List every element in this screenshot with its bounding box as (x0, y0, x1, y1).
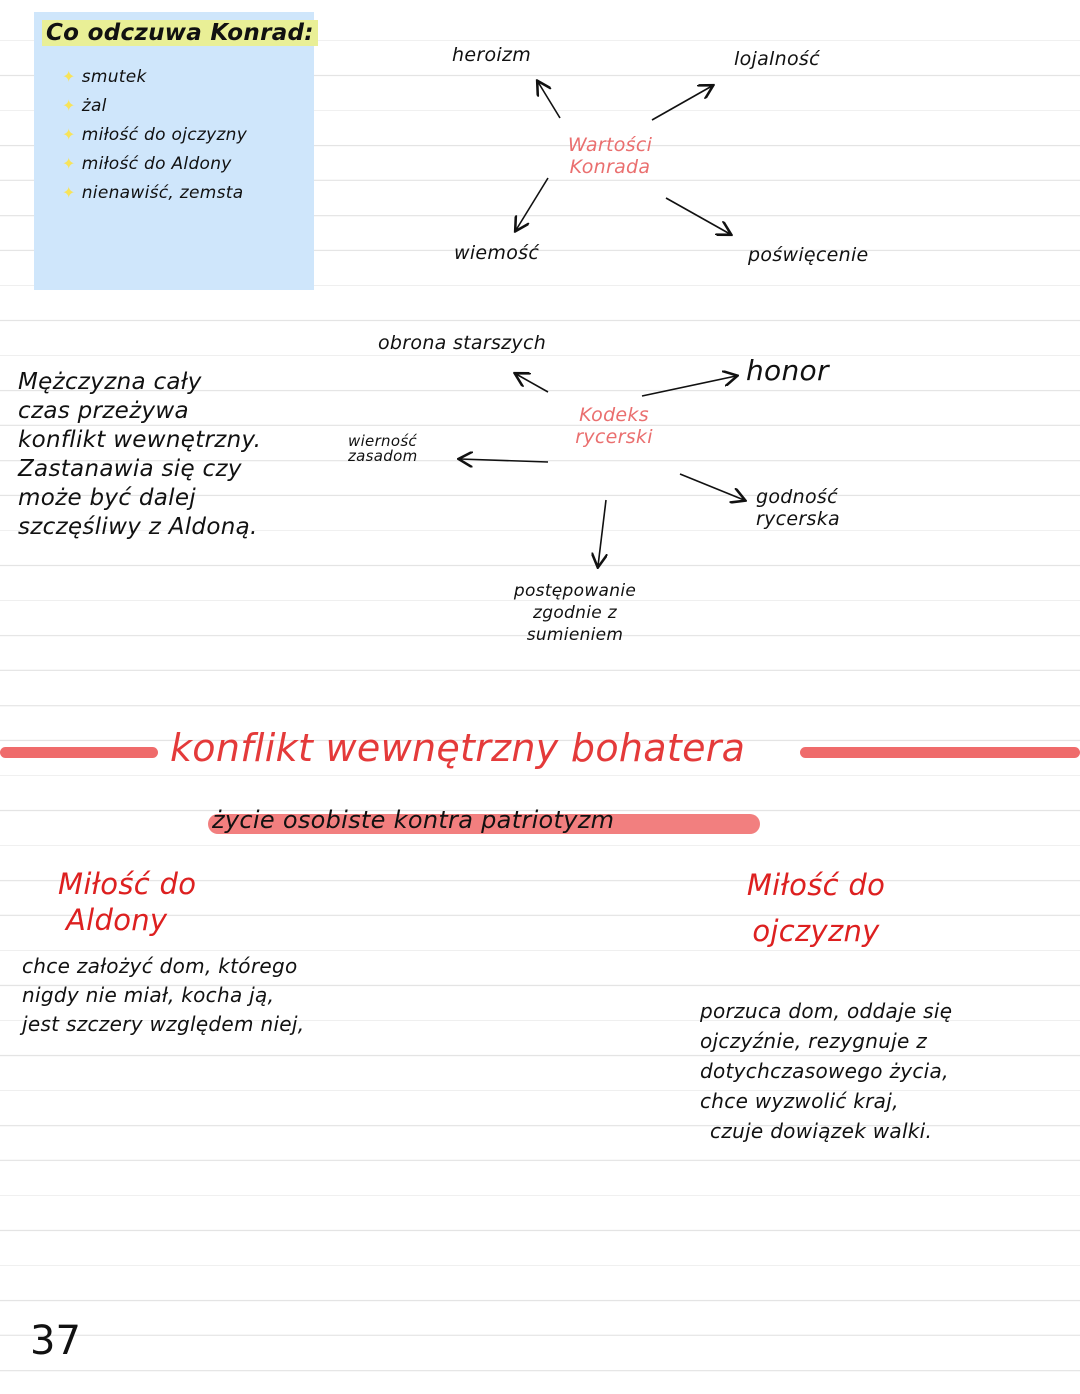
arrow-to-conscience (598, 499, 606, 566)
star-bullet-icon: ✦ (62, 154, 76, 173)
value-loyalty: lojalność (734, 48, 820, 70)
feelings-item: ✦smutek (62, 66, 147, 87)
page-number: 37 (30, 1318, 81, 1364)
banner-line-left (0, 747, 158, 758)
value-sacrifice: poświęcenie (748, 244, 869, 266)
arrow-to-loyalty (651, 86, 712, 121)
star-bullet-icon: ✦ (62, 67, 76, 86)
subtitle-highlight (208, 814, 760, 834)
mindmap-arrows (0, 0, 1080, 720)
banner-line-right (800, 747, 1080, 758)
arrow-to-honor (641, 376, 736, 397)
value-faith: wiemość (454, 242, 540, 264)
conflict-subtitle: życie osobiste kontra patriotyzm (212, 806, 615, 834)
star-bullet-icon: ✦ (62, 96, 76, 115)
feelings-list: ✦smutek ✦żal ✦miłość do ojczyzny ✦miłość… (62, 62, 247, 207)
star-bullet-icon: ✦ (62, 183, 76, 202)
code-dignity: godność rycerska (756, 486, 840, 530)
feelings-item: ✦miłość do Aldony (62, 153, 232, 174)
right-heading: Miłość do ojczyzny (746, 868, 886, 948)
arrow-to-faith (516, 177, 549, 230)
feelings-title: Co odczuwa Konrad: (42, 20, 318, 46)
arrow-to-defense (516, 374, 549, 393)
code-defense: obrona starszych (378, 332, 547, 354)
feelings-note (34, 12, 314, 290)
arrow-to-heroism (538, 82, 561, 119)
code-center: Kodeks rycerski (575, 404, 653, 448)
left-body: chce założyć dom, którego nigdy nie miał… (22, 954, 305, 1036)
arrow-to-fidelity (460, 459, 549, 462)
left-heading: Miłość do Aldony (58, 867, 197, 937)
value-heroism: heroizm (452, 44, 532, 66)
feelings-item: ✦żal (62, 95, 107, 116)
arrow-to-sacrifice (665, 197, 730, 234)
values-center: Wartości Konrada (567, 134, 653, 178)
side-note: Mężczyzna cały czas przeżywa konflikt we… (18, 369, 262, 540)
star-bullet-icon: ✦ (62, 125, 76, 144)
right-body: porzuca dom, oddaje się ojczyźnie, rezyg… (700, 999, 953, 1143)
conflict-title: konflikt wewnętrzny bohatera (170, 726, 746, 770)
code-conscience: postępowanie zgodnie z sumieniem (513, 581, 637, 645)
code-honor: honor (746, 354, 829, 387)
feelings-item: ✦nienawiść, zemsta (62, 182, 244, 203)
arrow-to-dignity (679, 473, 744, 500)
code-fidelity: wierność zasadom (348, 432, 418, 465)
feelings-item: ✦miłość do ojczyzny (62, 124, 248, 145)
